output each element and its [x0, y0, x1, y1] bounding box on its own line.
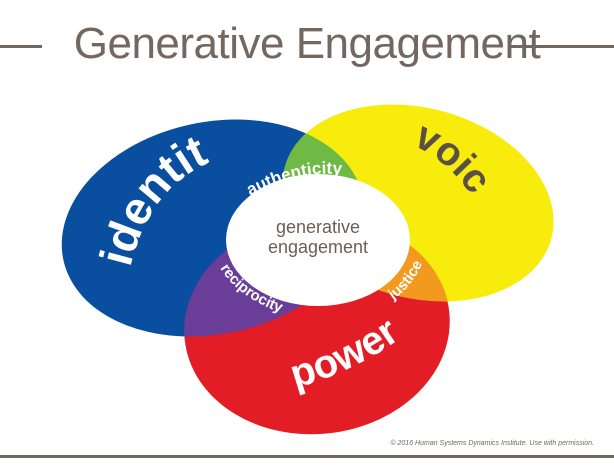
generative-engagement-center: [226, 174, 410, 306]
center-label-line1: generative: [276, 217, 360, 237]
copyright-notice: © 2016 Human Systems Dynamics Institute.…: [390, 440, 594, 447]
title-rule-right: [511, 45, 614, 48]
title-rule-left: [0, 45, 42, 48]
page-title: Generative Engagement: [73, 19, 541, 68]
bottom-rule: [0, 455, 614, 458]
center-label-line2: engagement: [268, 237, 368, 257]
